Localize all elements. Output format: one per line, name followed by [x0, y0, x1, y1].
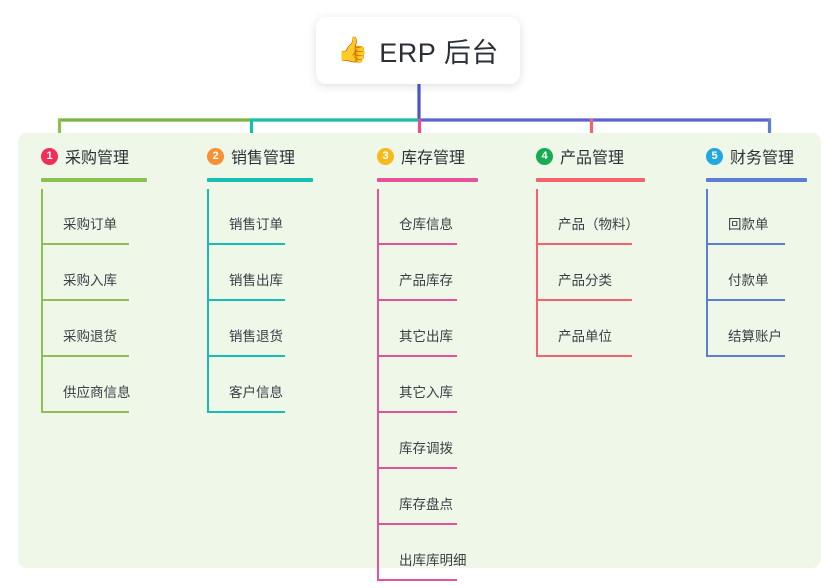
column-number-badge: 5 [706, 147, 723, 165]
leaf-item-underline [207, 299, 285, 301]
leaf-item-underline [41, 299, 129, 301]
leaf-item-label: 仓库信息 [399, 217, 453, 232]
column-trunk-line [706, 189, 708, 357]
column-header[interactable]: 5 财务管理 [706, 141, 794, 171]
leaf-item-underline [377, 299, 457, 301]
leaf-item-underline [706, 299, 785, 301]
leaf-item-label: 产品单位 [558, 329, 612, 344]
leaf-item-underline [41, 411, 129, 413]
thumbs-up-icon: 👍 [337, 36, 369, 64]
diagram-panel [18, 133, 821, 568]
leaf-item-label: 产品（物料） [558, 217, 639, 232]
column-title: 产品管理 [560, 150, 625, 167]
column-header[interactable]: 2 销售管理 [207, 141, 295, 171]
column-销售管理: 2 销售管理销售订单销售出库销售退货客户信息 [207, 141, 313, 413]
leaf-item-underline [41, 243, 129, 245]
column-title: 财务管理 [730, 150, 795, 167]
column-header[interactable]: 4 产品管理 [536, 141, 624, 171]
leaf-item-label: 采购退货 [63, 329, 117, 344]
leaf-item-underline [207, 355, 285, 357]
column-产品管理: 4 产品管理产品（物料） 产品分类产品单位 [536, 141, 645, 357]
column-header[interactable]: 1 采购管理 [41, 141, 129, 171]
leaf-item-label: 库存调拨 [399, 441, 453, 456]
leaf-item-underline [377, 355, 457, 357]
column-财务管理: 5 财务管理回款单付款单结算账户 [706, 141, 807, 357]
leaf-item-underline [536, 355, 632, 357]
leaf-item-label: 客户信息 [229, 385, 283, 400]
leaf-item-underline [207, 411, 285, 413]
column-库存管理: 3 库存管理仓库信息产品库存其它出库其它入库库存调拨库存盘点出库库明细 [377, 141, 478, 581]
column-title: 库存管理 [401, 150, 466, 167]
column-trunk-line [377, 189, 379, 581]
column-title: 销售管理 [231, 150, 296, 167]
leaf-item-underline [536, 243, 632, 245]
column-underline [207, 178, 313, 182]
leaf-item-label: 库存盘点 [399, 497, 453, 512]
column-number-badge: 1 [41, 147, 58, 165]
leaf-item-label: 产品分类 [558, 273, 612, 288]
leaf-item-label: 出库库明细 [399, 553, 467, 568]
leaf-item-label: 采购订单 [63, 217, 117, 232]
leaf-item-underline [706, 355, 785, 357]
root-node[interactable]: 👍 ERP 后台 [316, 17, 520, 84]
leaf-item-underline [377, 243, 457, 245]
leaf-item-underline [377, 411, 457, 413]
column-采购管理: 1 采购管理采购订单采购入库采购退货供应商信息 [41, 141, 147, 413]
leaf-item-label: 付款单 [728, 273, 769, 288]
leaf-item-label: 供应商信息 [63, 385, 131, 400]
leaf-item-label: 采购入库 [63, 273, 117, 288]
leaf-item-underline [207, 243, 285, 245]
column-underline [536, 178, 645, 182]
root-title: ERP 后台 [379, 38, 499, 68]
leaf-item-underline [706, 243, 785, 245]
leaf-item-label: 其它出库 [399, 329, 453, 344]
leaf-item-label: 销售出库 [229, 273, 283, 288]
leaf-item-label: 其它入库 [399, 385, 453, 400]
column-number-badge: 2 [207, 147, 224, 165]
leaf-item-underline [536, 299, 632, 301]
leaf-item-label: 销售退货 [229, 329, 283, 344]
leaf-item-label: 回款单 [728, 217, 769, 232]
column-trunk-line [536, 189, 538, 357]
leaf-item-label: 销售订单 [229, 217, 283, 232]
column-trunk-line [41, 189, 43, 413]
column-underline [377, 178, 478, 182]
column-underline [41, 178, 147, 182]
leaf-item-label: 产品库存 [399, 273, 453, 288]
leaf-item-underline [41, 355, 129, 357]
column-title: 采购管理 [65, 150, 130, 167]
leaf-item-underline [377, 467, 457, 469]
column-header[interactable]: 3 库存管理 [377, 141, 465, 171]
column-number-badge: 4 [536, 147, 553, 165]
leaf-item-underline [377, 523, 457, 525]
column-underline [706, 178, 807, 182]
column-trunk-line [207, 189, 209, 413]
column-number-badge: 3 [377, 147, 394, 165]
leaf-item-label: 结算账户 [728, 329, 782, 344]
leaf-item-underline [377, 579, 457, 581]
